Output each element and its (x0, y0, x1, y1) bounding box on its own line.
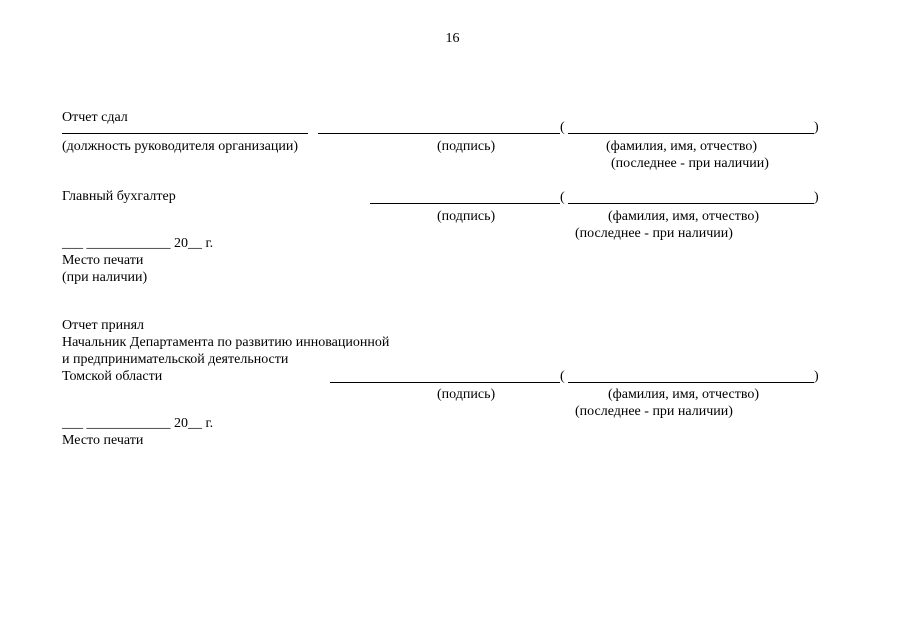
chief-accountant-title: Главный бухгалтер (62, 189, 176, 204)
stamp-label: Место печати (62, 433, 144, 448)
date-line: ___ ____________ 20__ г. (62, 236, 214, 251)
fullname-caption: (фамилия, имя, отчество) (606, 139, 758, 154)
signature-blank-line (370, 203, 560, 204)
signature-blank-line (330, 382, 560, 383)
fullname-blank-line (568, 133, 814, 134)
close-paren: ) (814, 190, 819, 205)
fullname-caption: (фамилия, имя, отчество) (608, 209, 760, 224)
report-accepted-title: Отчет принял (62, 318, 145, 333)
position-caption: (должность руководителя организации) (62, 139, 299, 154)
close-paren: ) (814, 369, 819, 384)
date-line: ___ ____________ 20__ г. (62, 416, 214, 431)
page-number: 16 (445, 31, 460, 46)
open-paren: ( (560, 190, 565, 205)
fullname-note-caption: (последнее - при наличии) (575, 226, 733, 241)
signature-caption: (подпись) (437, 209, 496, 224)
signature-caption: (подпись) (437, 387, 496, 402)
fullname-note-caption: (последнее - при наличии) (575, 404, 733, 419)
signature-caption: (подпись) (437, 139, 496, 154)
approver-name-line-1: Начальник Департамента по развитию иннов… (62, 335, 390, 350)
fullname-blank-line (568, 382, 814, 383)
report-submitted-title: Отчет сдал (62, 110, 128, 125)
fullname-note-caption: (последнее - при наличии) (611, 156, 769, 171)
open-paren: ( (560, 369, 565, 384)
open-paren: ( (560, 120, 565, 135)
stamp-label: Место печати (62, 253, 144, 268)
signature-blank-line (318, 133, 560, 134)
approver-name-line-2: и предпринимательской деятельности (62, 352, 289, 367)
position-blank-line (62, 133, 308, 134)
approver-name-line-3: Томской области (62, 369, 163, 384)
close-paren: ) (814, 120, 819, 135)
fullname-caption: (фамилия, имя, отчество) (608, 387, 760, 402)
stamp-note: (при наличии) (62, 270, 148, 285)
fullname-blank-line (568, 203, 814, 204)
